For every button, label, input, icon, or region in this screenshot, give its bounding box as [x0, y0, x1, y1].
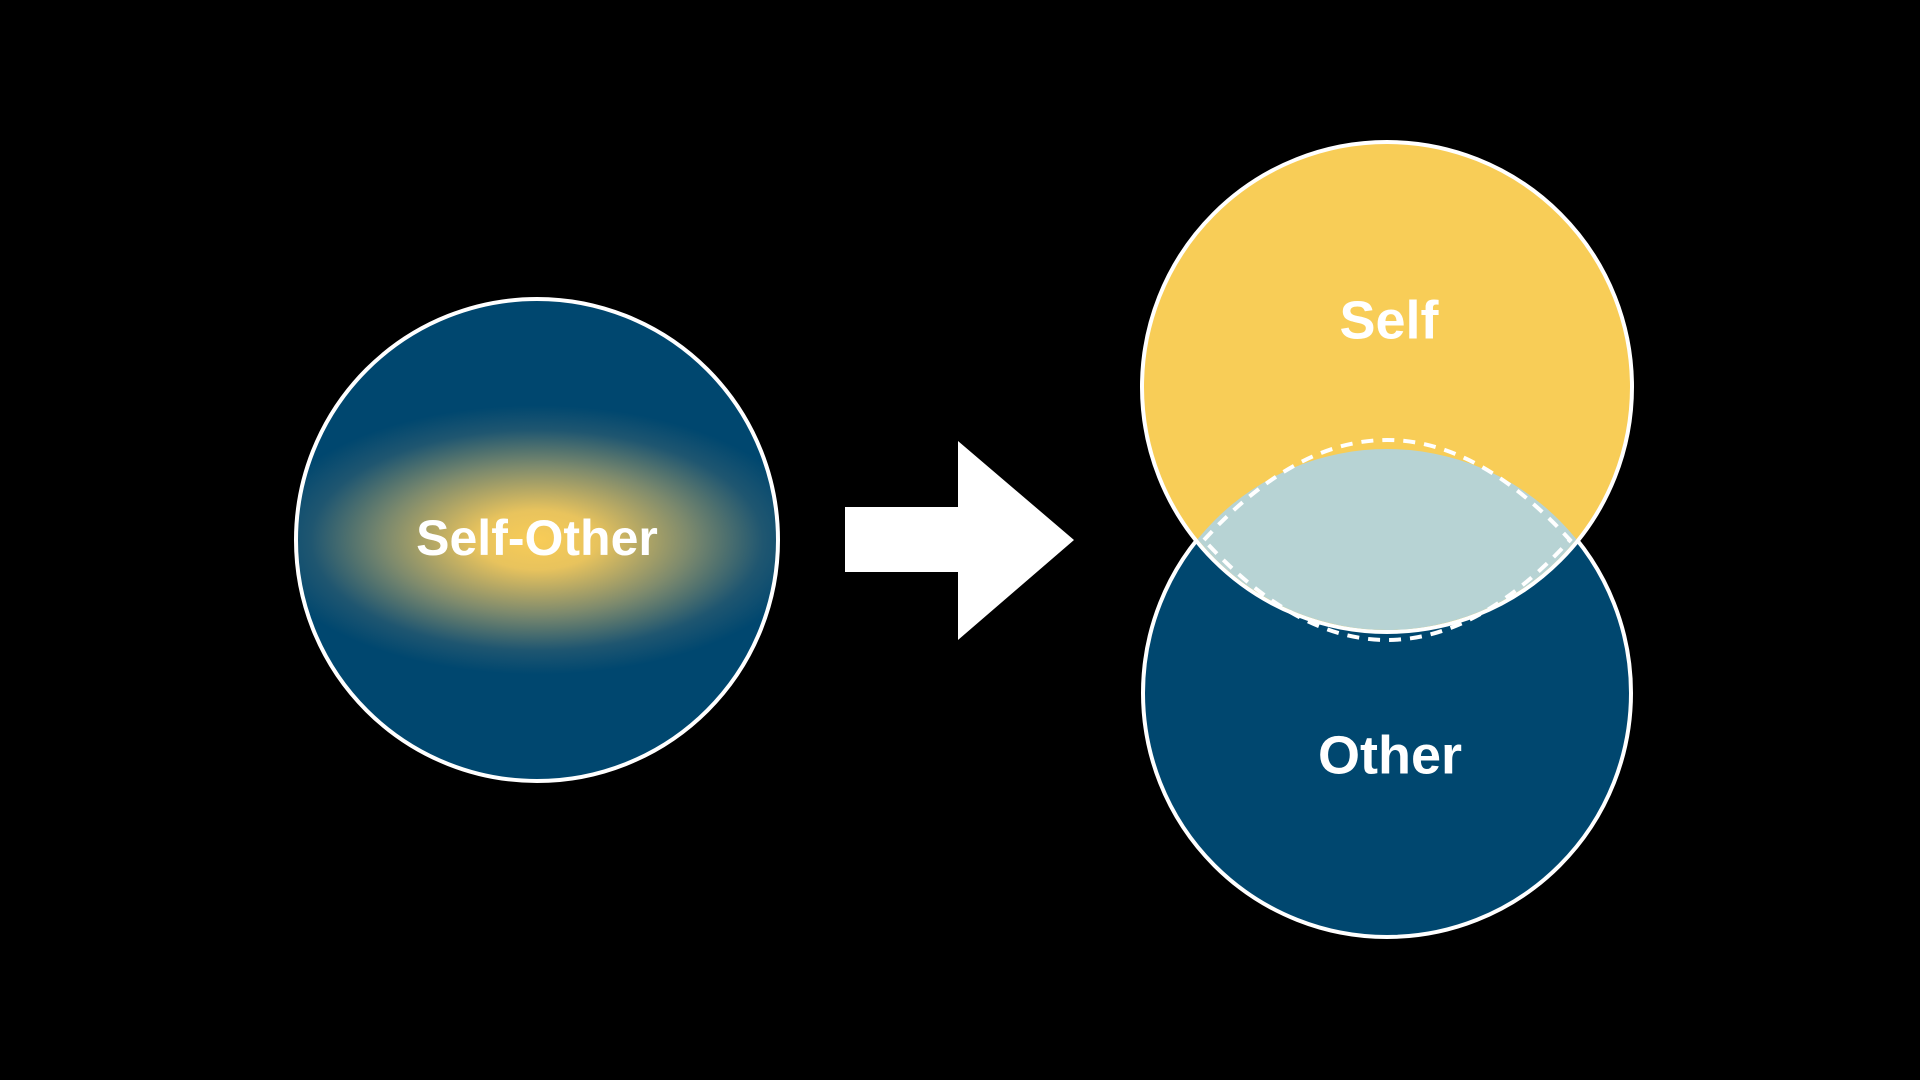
self-other-overlap-group: Self Other	[1140, 140, 1634, 939]
right-arrow-icon	[845, 441, 1074, 640]
self-other-circle	[294, 297, 780, 783]
overlap-dashed-outline	[1201, 438, 1573, 642]
self-other-label: Self-Other	[416, 510, 658, 566]
overlap-region	[1144, 449, 1630, 630]
self-other-group: Self-Other	[294, 297, 780, 783]
self-label: Self	[1339, 290, 1439, 350]
other-label: Other	[1318, 725, 1462, 785]
